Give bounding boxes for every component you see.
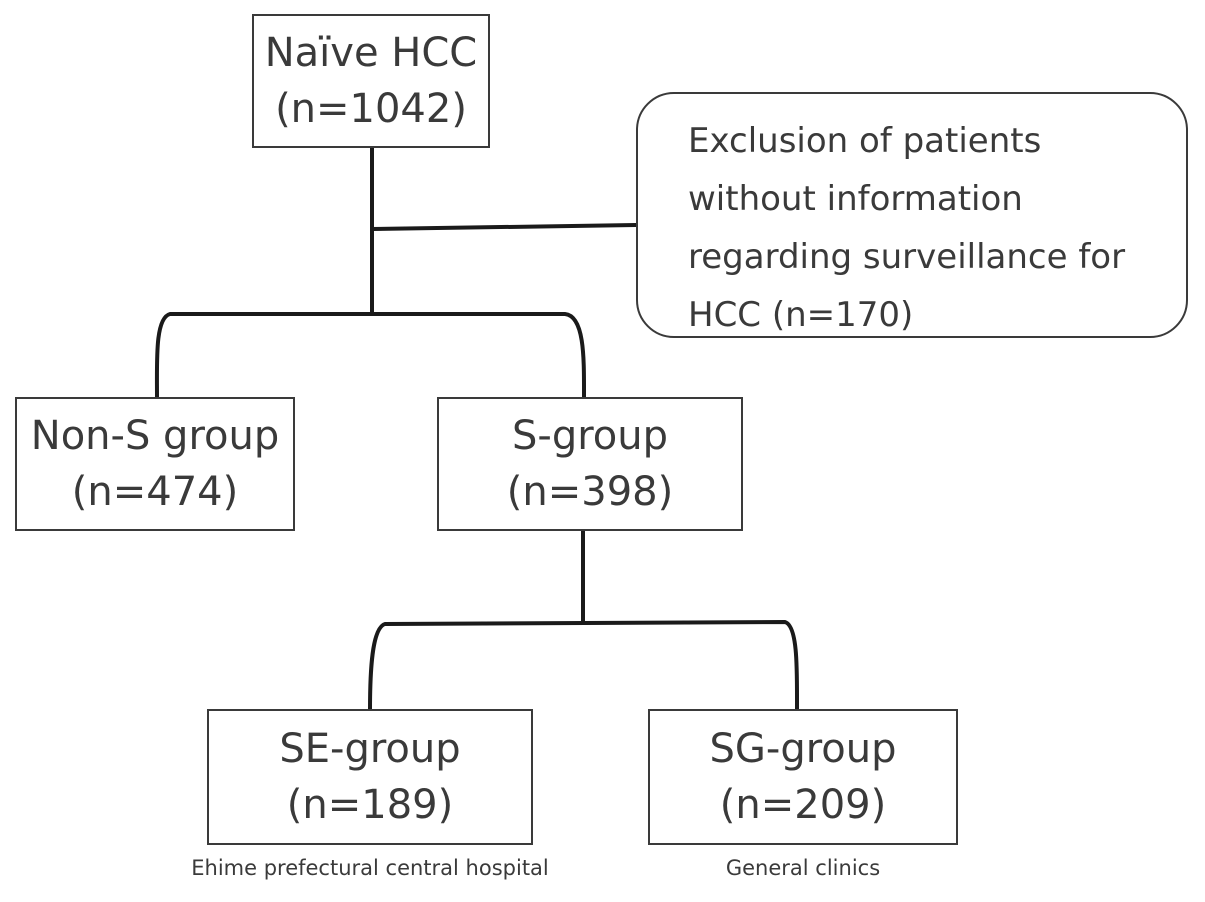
node-non-s-group: Non-S group (n=474)	[15, 397, 295, 531]
node-naive-hcc: Naïve HCC (n=1042)	[252, 14, 490, 148]
node-non-s-label: Non-S group	[30, 413, 280, 459]
node-se-note: Ehime prefectural central hospital	[191, 856, 549, 880]
node-exclusion: Exclusion of patients without informatio…	[636, 92, 1188, 338]
node-sg-note: General clinics	[725, 856, 881, 880]
node-s-count: (n=398)	[506, 469, 674, 515]
node-sg-group: SG-group (n=209)	[648, 709, 958, 845]
exclusion-line-2: without information	[688, 179, 1023, 219]
node-naive-hcc-label: Naïve HCC	[264, 30, 478, 76]
node-sg-count: (n=209)	[719, 782, 887, 828]
node-se-group: SE-group (n=189)	[207, 709, 533, 845]
node-naive-hcc-count: (n=1042)	[275, 86, 467, 132]
exclusion-line-1: Exclusion of patients	[688, 121, 1042, 161]
node-sg-label: SG-group	[709, 726, 897, 772]
connector-split-top	[154, 312, 587, 400]
connector-split-bottom	[368, 620, 800, 712]
node-non-s-count: (n=474)	[71, 469, 239, 515]
node-s-label: S-group	[512, 413, 668, 459]
node-se-count: (n=189)	[286, 782, 454, 828]
connector-exclusion-branch	[370, 223, 638, 231]
exclusion-line-4: HCC (n=170)	[688, 295, 914, 335]
node-se-label: SE-group	[279, 726, 461, 772]
node-s-group: S-group (n=398)	[437, 397, 743, 531]
exclusion-line-3: regarding surveillance for	[688, 237, 1126, 277]
